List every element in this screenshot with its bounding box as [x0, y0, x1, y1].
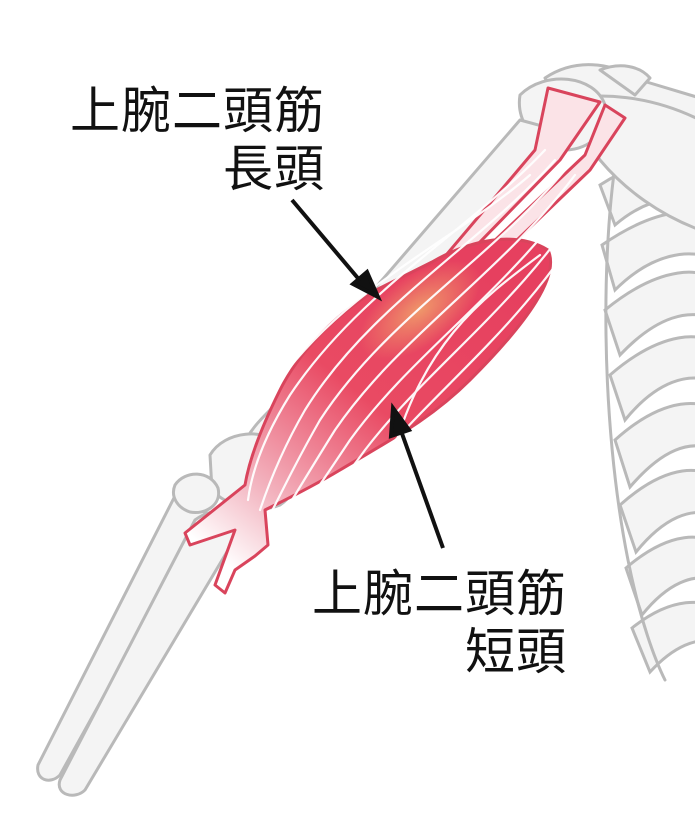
acromion	[598, 64, 652, 97]
rib-cage-outline	[604, 133, 667, 682]
rib-cage	[598, 133, 695, 682]
short-head-arrowhead	[388, 402, 413, 439]
biceps-muscle	[183, 148, 600, 595]
label-arrows	[290, 198, 445, 549]
long-head-arrowhead	[349, 268, 383, 302]
rib	[630, 600, 695, 675]
forearm	[36, 472, 242, 797]
short-head-label-line2: 短頭	[465, 623, 567, 681]
short-head-label: 上腕二頭筋 短頭	[312, 565, 567, 681]
rib	[618, 468, 695, 556]
rib	[603, 270, 695, 358]
rib	[613, 402, 695, 491]
long-head-label: 上腕二頭筋 長頭	[70, 82, 325, 198]
long-head-label-line2: 長頭	[223, 140, 325, 198]
rib	[608, 335, 695, 424]
ulna	[36, 480, 217, 782]
short-head-label-line1: 上腕二頭筋	[312, 565, 567, 623]
rib	[624, 535, 695, 619]
olecranon	[172, 472, 221, 515]
orange-tint	[359, 260, 481, 360]
rib	[600, 210, 695, 293]
short-head-arrow	[398, 427, 445, 549]
muscle-fibers	[246, 148, 600, 534]
long-head-arrow	[290, 198, 364, 285]
long-head-label-line1: 上腕二頭筋	[70, 82, 325, 140]
